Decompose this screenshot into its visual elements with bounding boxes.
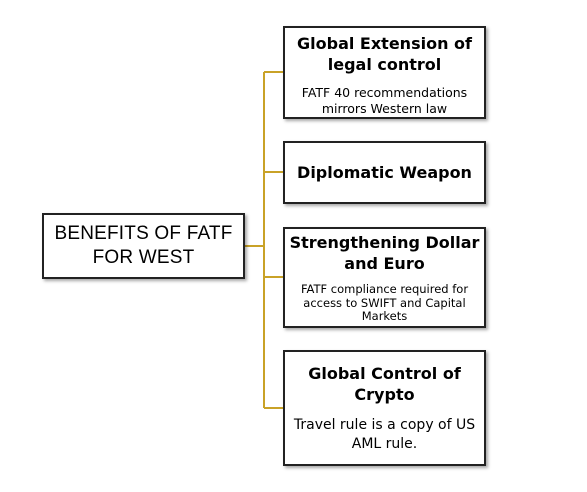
node-title: Global Extension of legal control bbox=[297, 34, 472, 74]
node-global-control-crypto: Global Control of Crypto Travel rule is … bbox=[283, 350, 486, 466]
node-title: Strengthening Dollar and Euro bbox=[289, 233, 480, 273]
root-node: BENEFITS OF FATF FOR WEST bbox=[42, 213, 245, 279]
node-title: Global Control of Crypto bbox=[308, 364, 461, 404]
node-strengthening-dollar-euro: Strengthening Dollar and Euro FATF compl… bbox=[283, 227, 486, 328]
node-description: FATF 40 recommendations mirrors Western … bbox=[301, 85, 468, 116]
node-global-extension: Global Extension of legal control FATF 4… bbox=[283, 26, 486, 119]
node-description: Travel rule is a copy of US AML rule. bbox=[293, 417, 476, 452]
root-label: BENEFITS OF FATF FOR WEST bbox=[54, 223, 233, 268]
node-description: FATF compliance required for access to S… bbox=[300, 282, 469, 323]
node-title: Diplomatic Weapon bbox=[297, 163, 472, 182]
node-diplomatic-weapon: Diplomatic Weapon bbox=[283, 141, 486, 204]
